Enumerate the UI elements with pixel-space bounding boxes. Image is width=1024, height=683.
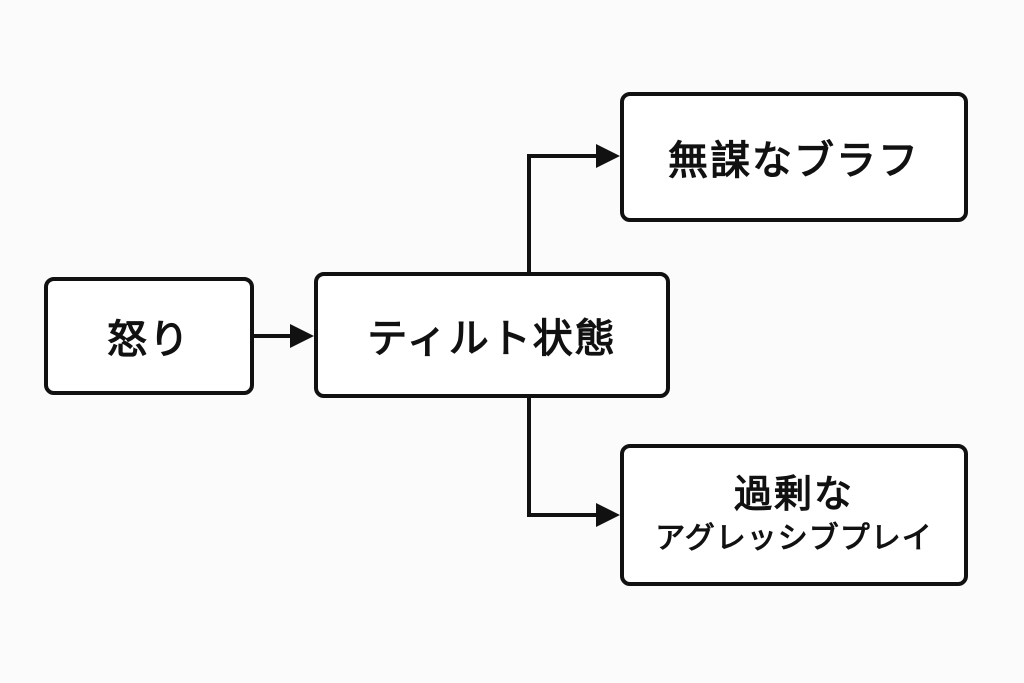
arrowhead-tilt-to-aggro (596, 503, 620, 527)
node-excessive-aggressive-play: 過剰な アグレッシブプレイ (620, 444, 968, 586)
node-anger-label: 怒り (107, 317, 191, 363)
node-anger: 怒り (44, 277, 254, 395)
node-reckless-bluff-label: 無謀なブラフ (668, 138, 920, 184)
node-tilt-state: ティルト状態 (314, 272, 670, 398)
arrowhead-anger-to-tilt (290, 324, 314, 348)
node-tilt-state-label: ティルト状態 (367, 316, 617, 362)
edge-tilt-to-aggro (527, 398, 620, 527)
edge-tilt-to-bluff (527, 144, 620, 272)
node-aggro-label-line1: 過剰な (733, 472, 854, 516)
arrowhead-tilt-to-bluff (596, 144, 620, 168)
node-aggro-label-line2: アグレッシブプレイ (655, 521, 933, 556)
edge-anger-to-tilt (254, 324, 314, 348)
node-reckless-bluff: 無謀なブラフ (620, 92, 968, 222)
